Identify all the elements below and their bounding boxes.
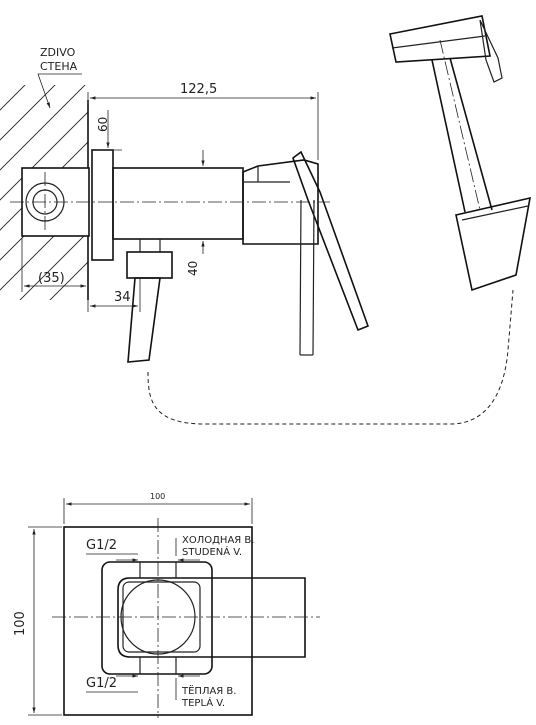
- wall-label-group: ZDIVO СТЕНА: [37, 46, 82, 109]
- hose-stub: [127, 277, 161, 363]
- dim-height: 100: [13, 611, 28, 636]
- thread-label-bottom: G1/2: [86, 676, 117, 691]
- cold-water-label-cz: STUDENÁ V.: [182, 545, 242, 558]
- side-dimensions: 122,5 60 40 (35) 34: [21, 82, 319, 312]
- dim-outlet-height: 40: [186, 261, 200, 276]
- mixer-side-view: [10, 149, 370, 363]
- lever-block-front: [117, 577, 306, 658]
- hose-dashed-path: [147, 289, 514, 425]
- mixer-body: [112, 167, 244, 240]
- hot-water-label-ru: ТЁПЛАЯ В.: [181, 684, 236, 697]
- wall-label-cz: ZDIVO: [40, 46, 76, 59]
- inner-housing: [101, 561, 213, 675]
- shower-head: [389, 15, 491, 63]
- shower-handle-right: [449, 57, 493, 211]
- dim-width: 100: [150, 492, 165, 501]
- wall-section: [0, 85, 89, 300]
- front-dimensions: 100 100 G1/2 G1/2 ХОЛОДНАЯ В. STUDENÁ V.…: [13, 492, 254, 716]
- outlet-nut: [126, 251, 173, 279]
- shower-holder-cone: [455, 196, 532, 292]
- dim-total-length: 122,5: [180, 82, 217, 97]
- shower-handle-left: [431, 59, 466, 213]
- wall-label-ru: СТЕНА: [40, 60, 78, 73]
- dim-outlet-offset: 34: [114, 290, 131, 305]
- lever-handle: [292, 150, 370, 332]
- wall-leader-line: [37, 73, 51, 109]
- hand-shower: [389, 15, 532, 292]
- dim-wall-depth: (35): [38, 271, 65, 286]
- wall-hatching: [0, 85, 88, 300]
- cold-water-label-ru: ХОЛОДНАЯ В.: [182, 535, 254, 546]
- dim-flange-height: 60: [96, 117, 110, 132]
- thread-label-top: G1/2: [86, 538, 117, 553]
- mixer-front-view: [52, 518, 320, 718]
- cover-flange: [91, 149, 114, 261]
- hot-water-label-cz: TEPLÁ V.: [181, 696, 225, 709]
